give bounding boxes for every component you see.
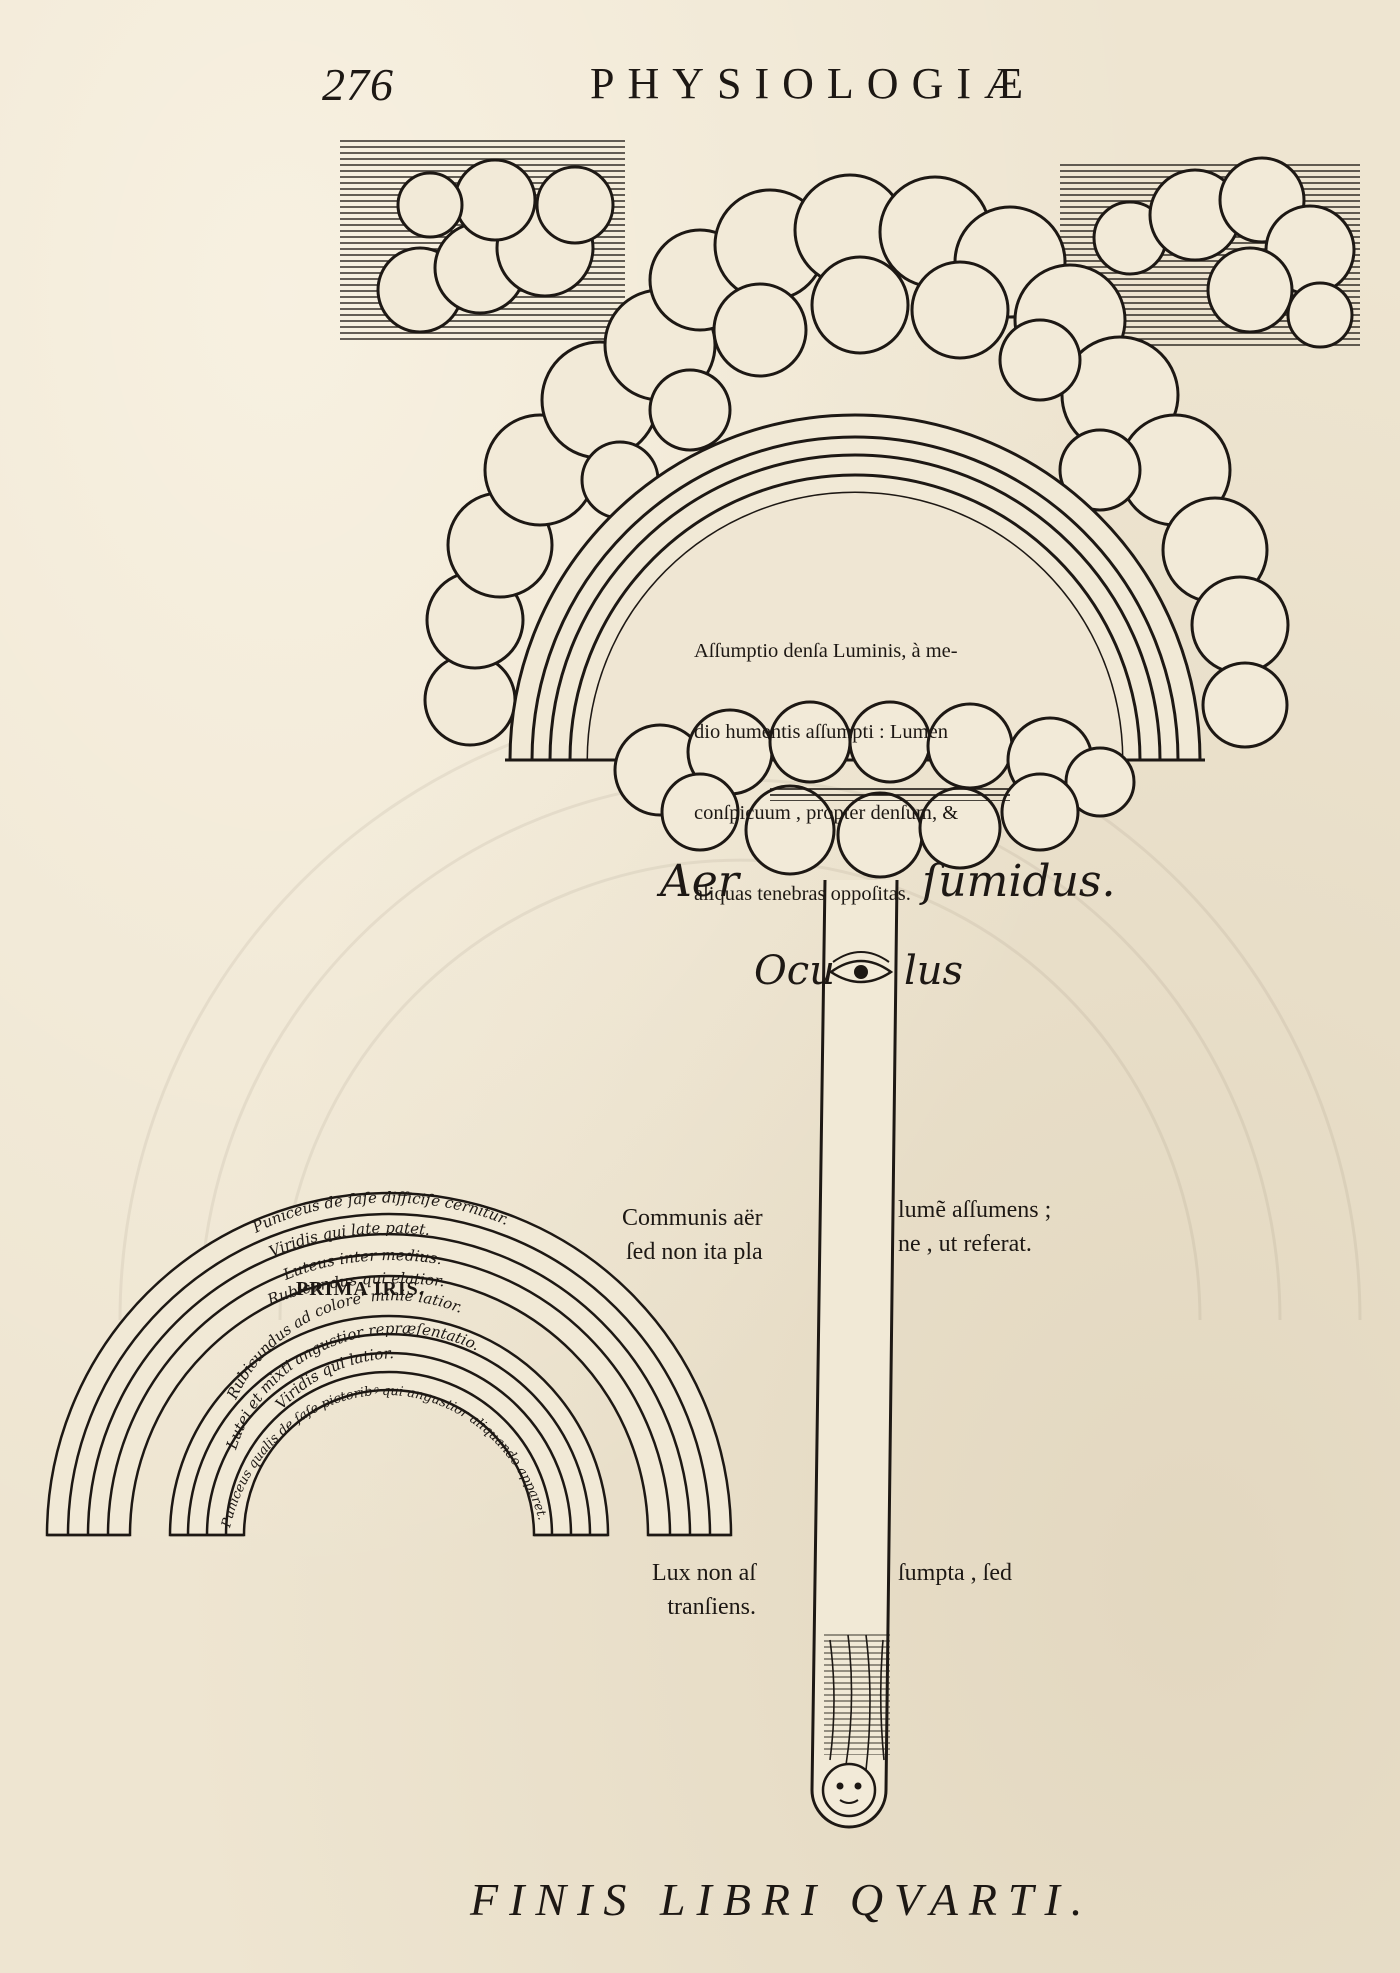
cloud-mass-upper	[423, 173, 1290, 749]
upper-rainbow	[505, 413, 1205, 762]
caption-line: dio humentis aſſumpti : Lumen	[694, 721, 948, 743]
label-lus: lus	[904, 948, 964, 994]
label-fumidus: ſumidus.	[922, 856, 1116, 907]
text-line: Communis aër	[622, 1205, 763, 1231]
prima-iris-diagram	[45, 1191, 733, 1537]
text-lux: Lux non aſ tranſiens.	[652, 1556, 756, 1624]
caption-line: aliquas tenebras oppoſitas.	[694, 883, 911, 905]
text-line: ſed non ita pla	[626, 1239, 763, 1265]
label-ocu: Ocu	[754, 948, 835, 994]
text-lume: lumẽ aſſumens ; ne , ut referat.	[898, 1193, 1051, 1261]
sun-face-icon	[821, 1762, 877, 1818]
text-line: lumẽ aſſumens ;	[898, 1197, 1052, 1223]
text-line: tranſiens.	[667, 1594, 756, 1620]
text-sumpta: ſumpta , ſed	[898, 1560, 1012, 1586]
finis-footer: FINIS LIBRI QVARTI.	[470, 1874, 1094, 1925]
label-aer: Aer	[660, 856, 739, 907]
text-line: ne , ut referat.	[898, 1231, 1032, 1257]
rainbow-caption: Aſſumptio denſa Luminis, à me- dio humen…	[694, 584, 958, 962]
cloud-top-right	[1060, 156, 1360, 350]
text-line: Lux non aſ	[652, 1560, 756, 1586]
prima-iris-title: PRIMA IRIS.	[296, 1278, 425, 1300]
cloud-top-left	[340, 140, 625, 340]
running-head: PHYSIOLOGIÆ	[590, 59, 1037, 108]
caption-line: Aſſumptio denſa Luminis, à me-	[694, 640, 958, 662]
vertical-tube	[810, 879, 899, 1829]
page-number: 276	[322, 59, 394, 110]
eye-icon	[828, 951, 894, 984]
cloud-band-lower	[613, 700, 1136, 879]
caption-line: conſpicuum , propter denſum, &	[694, 802, 959, 824]
text-communis: Communis aër ſed non ita pla	[622, 1201, 763, 1269]
